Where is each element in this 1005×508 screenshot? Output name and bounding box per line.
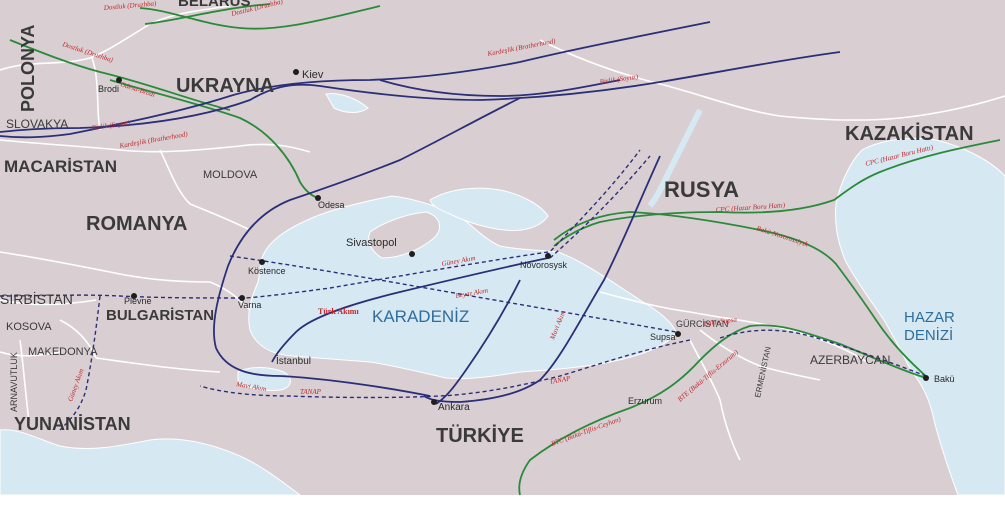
city-dot-varna <box>239 295 245 301</box>
label-odesa: Odesa <box>318 200 345 210</box>
label-ukrayna: UKRAYNA <box>176 75 274 97</box>
caspian-sea <box>835 137 1005 496</box>
label-ankara: Ankara <box>438 402 470 413</box>
label-karadeniz: KARADENİZ <box>372 307 469 326</box>
azerbaijan-dashed <box>719 329 927 377</box>
city-dot-kiev <box>293 69 299 75</box>
druzhba-main <box>139 5 381 30</box>
aegean-sea <box>0 429 302 496</box>
label-makedonya: MAKEDONYA <box>28 346 98 358</box>
pipe-label-tanap-1: TANAP <box>300 388 322 396</box>
volga-river <box>647 108 703 208</box>
bulgaria-dashed <box>0 294 241 299</box>
kardeslik-line <box>0 21 711 139</box>
soyuz-south-line <box>213 97 521 397</box>
label-azerbaycan: AZERBAYCAN <box>810 353 890 367</box>
dashed-pipelines <box>0 149 927 431</box>
label-kostence: Köstence <box>248 266 286 276</box>
btc-line <box>518 324 927 496</box>
label-kiev: Kiev <box>302 69 324 81</box>
label-arnavutluk: ARNAVUTLUK <box>9 352 19 412</box>
label-hazar-2: DENİZİ <box>904 326 953 344</box>
tanap-dashed <box>199 339 691 399</box>
druzhba-west <box>9 39 231 111</box>
city-markers <box>116 69 929 405</box>
label-gurcistan: GÜRCİSTAN <box>676 319 728 329</box>
pipe-label-turk-akimi: Türk Akımı <box>318 307 359 316</box>
label-kosova: KOSOVA <box>6 321 52 333</box>
label-macaristan: MACARİSTAN <box>4 157 117 176</box>
label-hazar-1: HAZAR <box>904 309 955 326</box>
label-varna: Varna <box>238 300 261 310</box>
label-supsa: Supsa <box>650 332 676 342</box>
label-erzurum: Erzurum <box>628 396 662 406</box>
odesa-brodi-line <box>109 79 319 199</box>
label-sirbistan: SIRBİSTAN <box>0 290 73 307</box>
label-romanya: ROMANYA <box>86 213 188 235</box>
label-baku: Bakü <box>934 374 955 384</box>
birlik-line <box>0 51 841 133</box>
label-turkiye: TÜRKİYE <box>436 424 524 447</box>
label-bulgaristan: BULGARİSTAN <box>106 307 214 324</box>
city-dot-kostence <box>259 259 265 265</box>
label-yunanistan: YUNANİSTAN <box>14 414 131 434</box>
label-rusya: RUSYA <box>664 177 739 202</box>
label-istanbul: İstanbul <box>276 354 311 367</box>
turkish-stream-line <box>271 257 549 363</box>
label-novorosysk: Novorosysk <box>520 260 568 270</box>
city-dot-ankara <box>431 399 437 405</box>
label-brodi: Brodi <box>98 84 119 94</box>
city-dot-brodi <box>116 77 122 83</box>
city-dot-odesa <box>315 195 321 201</box>
druzhba-north <box>144 3 271 25</box>
city-dot-baku <box>923 375 929 381</box>
guney-akim-dashed <box>245 251 549 299</box>
label-slovakya: SLOVAKYA <box>6 117 68 131</box>
novorossiysk-dashed-2 <box>549 155 651 259</box>
mavi-akim-land <box>379 79 621 97</box>
label-sivastopol: Sivastopol <box>346 237 397 249</box>
balkan-dashed <box>59 295 101 431</box>
country-borders <box>0 5 1005 461</box>
ankara-spur <box>435 279 521 405</box>
label-moldova: MOLDOVA <box>203 169 258 181</box>
green-pipelines <box>9 3 1001 496</box>
dnieper-reservoir <box>325 93 369 113</box>
label-polonya: POLONYA <box>18 25 38 112</box>
sea-of-azov <box>429 187 549 231</box>
blue-stream-line <box>423 155 661 403</box>
label-kazakistan: KAZAKİSTAN <box>845 122 974 145</box>
black-sea <box>248 195 677 380</box>
city-dot-pleven <box>131 293 137 299</box>
novorossiysk-dashed-1 <box>545 149 641 257</box>
blue-pipelines <box>0 21 841 405</box>
crimea <box>368 211 441 259</box>
cpc-line <box>553 139 1001 247</box>
city-dot-supsa <box>675 331 681 337</box>
beyaz-akim-dashed <box>229 255 677 333</box>
label-pleven: Plevne <box>124 296 152 306</box>
city-dot-sivastopol <box>409 251 415 257</box>
pipe-label-tanap-2: TANAP <box>549 374 572 386</box>
bottom-margin <box>0 495 1005 508</box>
label-belarus: BELARUS <box>178 0 251 10</box>
city-dot-novorosysk <box>545 253 551 259</box>
baku-novorossiysk-line <box>553 211 929 379</box>
